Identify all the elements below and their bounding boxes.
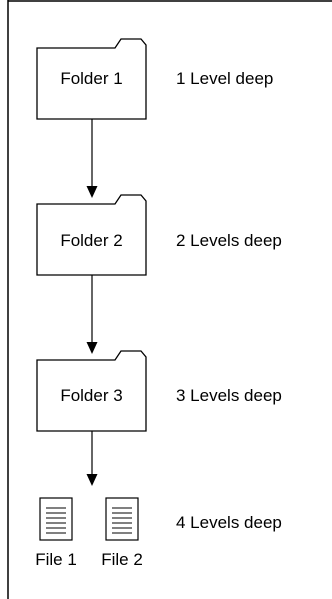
- arrowhead-folder2: [86, 186, 98, 198]
- arrowhead-folder3: [86, 342, 98, 354]
- folder-2-label: Folder 2: [60, 231, 123, 250]
- folder-2-icon: [36, 194, 147, 276]
- file-1-label: File 1: [35, 550, 77, 569]
- file-2-icon: [105, 497, 139, 541]
- folder-3-icon: [36, 350, 147, 432]
- folder-1-label: Folder 1: [60, 69, 123, 88]
- folder-3-label: Folder 3: [60, 386, 123, 405]
- file-1-icon: [39, 497, 73, 541]
- arrowhead-files: [86, 474, 98, 486]
- level-3-label: 3 Levels deep: [176, 386, 282, 405]
- level-2-label: 2 Levels deep: [176, 231, 282, 250]
- file-2-label: File 2: [101, 550, 143, 569]
- level-1-label: 1 Level deep: [176, 69, 274, 88]
- level-4-label: 4 Levels deep: [176, 513, 282, 532]
- folder-1-icon: [36, 38, 147, 120]
